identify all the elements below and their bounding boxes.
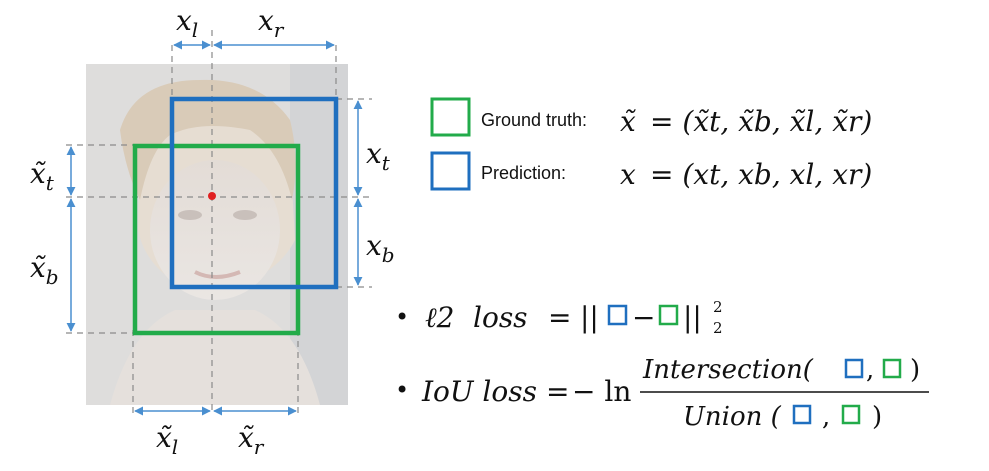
iou-loss-formula: • IoU loss = − ln Intersection( , ) Unio… xyxy=(395,355,929,432)
iou-denominator: Union ( xyxy=(683,402,782,432)
iou-equals: = xyxy=(546,375,569,408)
l2-exponent: 2 xyxy=(713,298,723,316)
label-xt: xt xyxy=(366,137,391,175)
iou-bullet: • xyxy=(395,376,409,404)
label-xb: xb xyxy=(366,229,395,267)
ground-truth-label: Ground truth: xyxy=(481,110,587,130)
prediction-box xyxy=(169,96,339,290)
face-photo xyxy=(86,64,348,405)
ground-truth-tuple: = (x̃t, x̃b, x̃l, x̃r) xyxy=(650,105,872,138)
l2-bullet: • xyxy=(395,303,409,331)
legend: Ground truth: x̃ = (x̃t, x̃b, x̃l, x̃r) … xyxy=(430,97,872,191)
iou-den-close: ) xyxy=(872,402,882,432)
l2-loss-formula: • ℓ2 loss = || − || 2 2 xyxy=(395,298,723,337)
ground-truth-box-icon xyxy=(658,304,679,326)
l2-subscript: 2 xyxy=(713,319,723,337)
ground-truth-box-icon-num xyxy=(882,358,902,379)
prediction-label: Prediction: xyxy=(481,163,566,183)
iou-num-close: ) xyxy=(910,355,920,385)
prediction-box-icon-den xyxy=(792,404,812,425)
prediction-swatch xyxy=(430,151,471,191)
ground-truth-swatch xyxy=(430,97,471,137)
l2-word: loss xyxy=(473,301,528,334)
ground-truth-box-icon-den xyxy=(841,404,861,425)
iou-num-comma: , xyxy=(866,355,874,385)
l2-name: ℓ2 xyxy=(425,301,454,334)
iou-neg-ln: − ln xyxy=(572,375,631,408)
label-xl: xl xyxy=(176,4,198,42)
label-xl-tilde: x̃l xyxy=(156,421,178,459)
label-xt-tilde: x̃t xyxy=(30,157,55,195)
guide-lines xyxy=(66,30,372,415)
iou-den-comma: , xyxy=(822,402,830,432)
dimension-arrows xyxy=(66,40,363,416)
prediction-tuple: = (xt, xb, xl, xr) xyxy=(650,158,872,191)
l2-norm-open: || xyxy=(580,301,599,334)
label-xr-tilde: x̃r xyxy=(238,421,265,459)
label-xb-tilde: x̃b xyxy=(30,251,59,289)
l2-norm-close: || xyxy=(683,301,702,334)
center-point xyxy=(208,192,216,200)
ground-truth-lhs: x̃ xyxy=(620,105,636,138)
label-xr: xr xyxy=(258,4,285,42)
prediction-box-icon-num xyxy=(844,358,864,379)
iou-name: IoU loss xyxy=(421,375,537,408)
prediction-lhs: x xyxy=(620,158,636,191)
l2-minus: − xyxy=(632,301,655,334)
iou-numerator: Intersection( xyxy=(642,355,814,385)
ground-truth-box xyxy=(132,143,301,336)
l2-equals: = xyxy=(548,301,571,334)
prediction-box-icon xyxy=(607,304,628,326)
